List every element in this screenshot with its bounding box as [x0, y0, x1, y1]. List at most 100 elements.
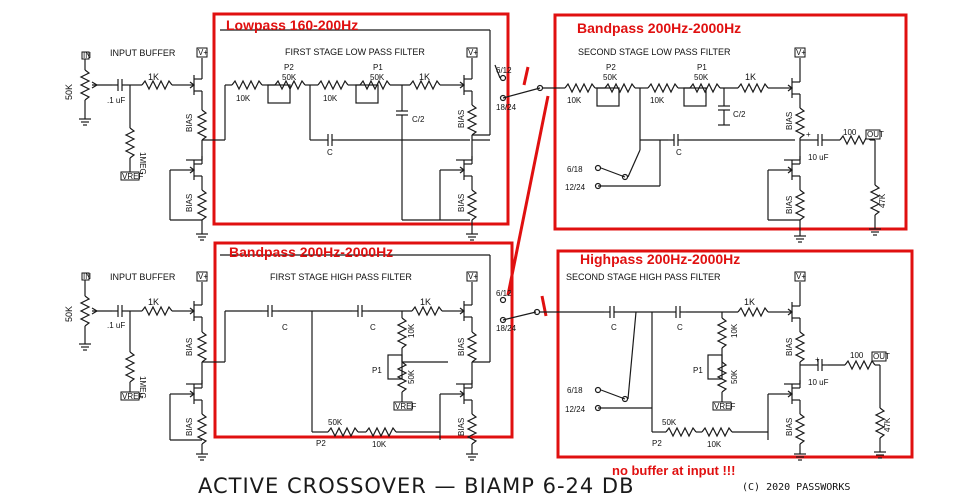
label-in-b: IN — [83, 272, 91, 281]
label-c: C — [327, 148, 333, 157]
label-sw-6-18-b: 6/18 — [567, 386, 583, 395]
label-vref-hp2: VREF — [714, 402, 735, 411]
label-c-hp4: C — [677, 323, 683, 332]
label-50k-p2: 50K — [282, 73, 297, 82]
label-bias-8: BIAS — [185, 418, 194, 436]
label-bias-10: BIAS — [457, 418, 466, 436]
label-bias-11: BIAS — [785, 338, 794, 356]
label-p1-hp2: P1 — [693, 366, 703, 375]
label-in: IN — [83, 51, 91, 60]
label-10k-hp3: 10K — [730, 323, 739, 338]
label-sw-18-24: 18/24 — [496, 103, 517, 112]
label-10uf: 10 uF — [808, 153, 829, 162]
label-p2: P2 — [284, 63, 294, 72]
red-strike-bottom — [540, 295, 548, 317]
label-1k-a: 1K — [419, 72, 430, 82]
footer-copyright: (C) 2020 PASSWORKS — [742, 482, 850, 493]
red-connector — [506, 95, 550, 296]
label-sw-6-12-b: 6/12 — [496, 289, 512, 298]
label-1meg: 1MEG — [138, 152, 147, 175]
label-10k-a: 10K — [236, 94, 251, 103]
label-out-b: OUT — [873, 352, 890, 361]
annotation-lowpass: Lowpass 160-200Hz — [226, 17, 358, 33]
red-strike-top — [522, 66, 530, 86]
label-vplus-3: V+ — [796, 48, 806, 57]
label-1meg-b: 1MEG — [138, 376, 147, 399]
label-1k-in-b: 1K — [148, 297, 159, 307]
component-labels: Lowpass 160-200Hz Bandpass 200Hz-2000Hz … — [64, 17, 892, 498]
label-10k-hp4: 10K — [707, 440, 722, 449]
label-c-half: C/2 — [412, 115, 425, 124]
label-1k-in: 1K — [148, 72, 159, 82]
label-p1: P1 — [373, 63, 383, 72]
label-c-hp1: C — [282, 323, 288, 332]
section-second-high: SECOND STAGE HIGH PASS FILTER — [566, 272, 721, 282]
box-bandpass-top — [553, 13, 908, 231]
label-p2-hp2: P2 — [652, 439, 662, 448]
label-vref-b: VREF — [122, 392, 143, 401]
label-50k-p1-b: 50K — [694, 73, 709, 82]
label-vplus-2: V+ — [468, 48, 478, 57]
label-10k-hp2: 10K — [372, 440, 387, 449]
box-lowpass — [212, 12, 510, 226]
label-50k-in: 50K — [64, 84, 74, 100]
label-bias-9: BIAS — [457, 338, 466, 356]
label-sw-6-12: 6/12 — [496, 66, 512, 75]
label-vplus-6: V+ — [796, 272, 806, 281]
label-p2-b: P2 — [606, 63, 616, 72]
label-c-hp2: C — [370, 323, 376, 332]
label-bias-4: BIAS — [457, 194, 466, 212]
label-50k-hp: 50K — [407, 369, 416, 384]
label-vref: VREF — [122, 172, 143, 181]
label-50k-in-b: 50K — [64, 306, 74, 322]
label-vplus: V+ — [198, 48, 208, 57]
label-p1-hp: P1 — [372, 366, 382, 375]
label-50k-hp2: 50K — [730, 369, 739, 384]
label-sw-6-18: 6/18 — [567, 165, 583, 174]
label-vplus-5: V+ — [468, 272, 478, 281]
label-plus-b: + — [815, 355, 820, 364]
label-cap-01uf: .1 uF — [107, 96, 125, 105]
label-c-b: C — [676, 148, 682, 157]
section-first-high: FIRST STAGE HIGH PASS FILTER — [270, 272, 412, 282]
section-second-low: SECOND STAGE LOW PASS FILTER — [578, 47, 731, 57]
label-bias-5: BIAS — [785, 112, 794, 130]
label-50k-p2-hp2: 50K — [662, 418, 677, 427]
label-bias-12: BIAS — [785, 418, 794, 436]
label-1k-hp2: 1K — [744, 297, 755, 307]
label-vref-hp: VREF — [395, 402, 416, 411]
label-1k-b: 1K — [745, 72, 756, 82]
label-47k: 47K — [878, 193, 887, 208]
label-p1-b: P1 — [697, 63, 707, 72]
section-input-buffer-bottom: INPUT BUFFER — [110, 272, 176, 282]
label-bias-1: BIAS — [185, 114, 194, 132]
label-bias-7: BIAS — [185, 338, 194, 356]
label-47k-b: 47K — [883, 417, 892, 432]
section-first-low: FIRST STAGE LOW PASS FILTER — [285, 47, 425, 57]
label-p2-hp: P2 — [316, 439, 326, 448]
label-bias-6: BIAS — [785, 196, 794, 214]
label-cap-01uf-b: .1 uF — [107, 321, 125, 330]
label-plus: + — [806, 130, 811, 139]
label-sw-12-24: 12/24 — [565, 183, 586, 192]
label-c-hp3: C — [611, 323, 617, 332]
label-10uf-b: 10 uF — [808, 378, 829, 387]
label-100-b: 100 — [850, 351, 864, 360]
label-10k-c: 10K — [567, 96, 582, 105]
label-bias-2: BIAS — [185, 194, 194, 212]
label-c-half-b: C/2 — [733, 110, 746, 119]
label-sw-12-24-b: 12/24 — [565, 405, 586, 414]
label-50k-p2-b: 50K — [603, 73, 618, 82]
annotation-bandpass-bottom: Bandpass 200Hz-2000Hz — [229, 244, 393, 260]
footer-title: ACTIVE CROSSOVER — BIAMP 6-24 DB — [198, 474, 635, 498]
label-50k-p2-hp: 50K — [328, 418, 343, 427]
label-1k-hp: 1K — [420, 297, 431, 307]
box-bandpass-bottom — [213, 241, 514, 439]
label-sw-18-24-b: 18/24 — [496, 324, 517, 333]
label-100: 100 — [843, 128, 857, 137]
label-10k-b: 10K — [323, 94, 338, 103]
label-10k-hp: 10K — [407, 323, 416, 338]
annotation-highpass: Highpass 200Hz-2000Hz — [580, 251, 740, 267]
label-10k-d: 10K — [650, 96, 665, 105]
